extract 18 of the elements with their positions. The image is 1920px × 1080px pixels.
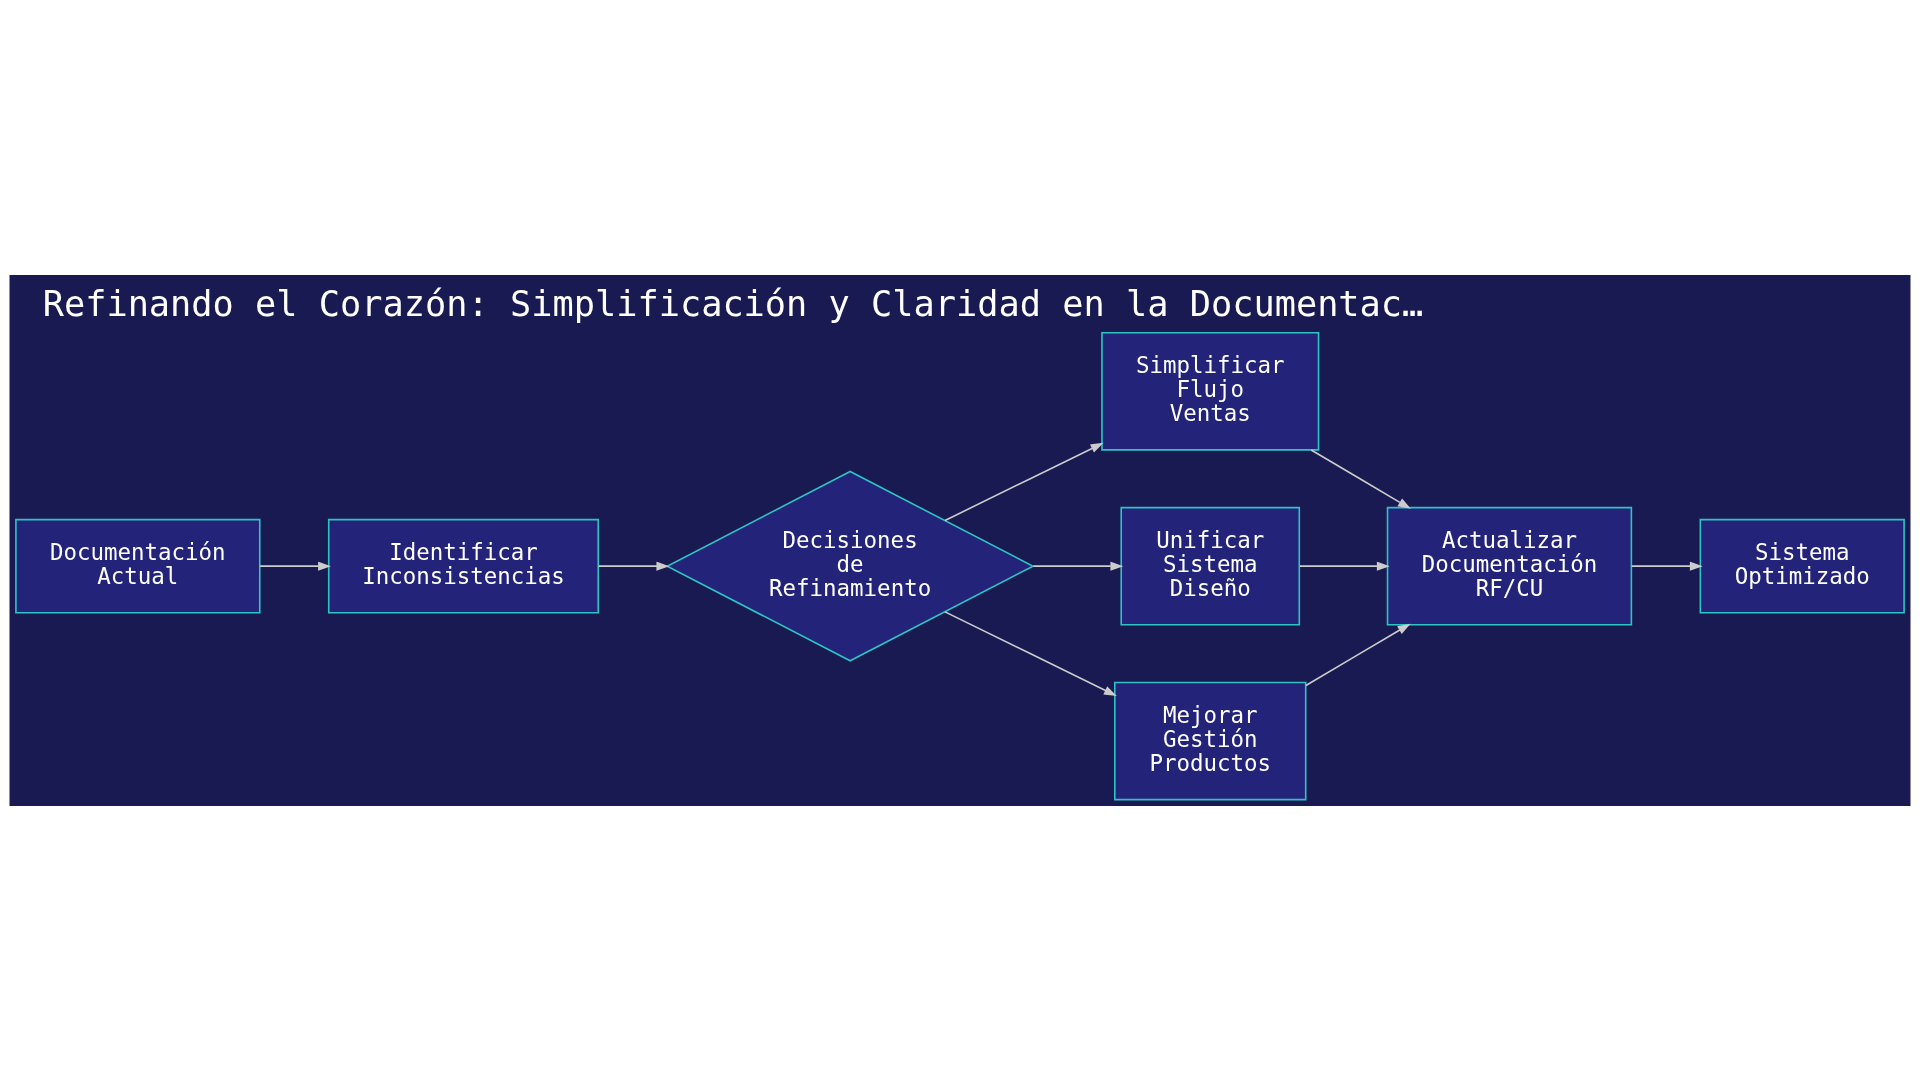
node-box: Unificar Sistema Diseño bbox=[1120, 506, 1301, 625]
arrow bbox=[944, 610, 1117, 696]
arrow bbox=[1299, 561, 1390, 571]
node-box: Sistema Optimizado bbox=[1699, 518, 1905, 613]
node-diamond: Decisiones de Refinamiento bbox=[665, 470, 1035, 662]
node-box: Documentación Actual bbox=[15, 518, 261, 613]
node-box: Actualizar Documentación RF/CU bbox=[1386, 506, 1633, 625]
arrow bbox=[1305, 623, 1411, 686]
diagram-title: Refinando el Corazón: Simplificación y Claridad en la Documentac… bbox=[42, 282, 1424, 324]
node-box: Identificar Inconsistencias bbox=[327, 518, 600, 613]
node-box: Simplificar Flujo Ventas bbox=[1101, 331, 1320, 451]
arrow bbox=[597, 561, 670, 571]
arrow bbox=[259, 561, 331, 571]
arrow bbox=[944, 442, 1104, 521]
arrow bbox=[1630, 561, 1703, 571]
arrow bbox=[1032, 561, 1124, 571]
arrow bbox=[1310, 448, 1411, 509]
node-box: Mejorar Gestión Productos bbox=[1114, 681, 1307, 800]
